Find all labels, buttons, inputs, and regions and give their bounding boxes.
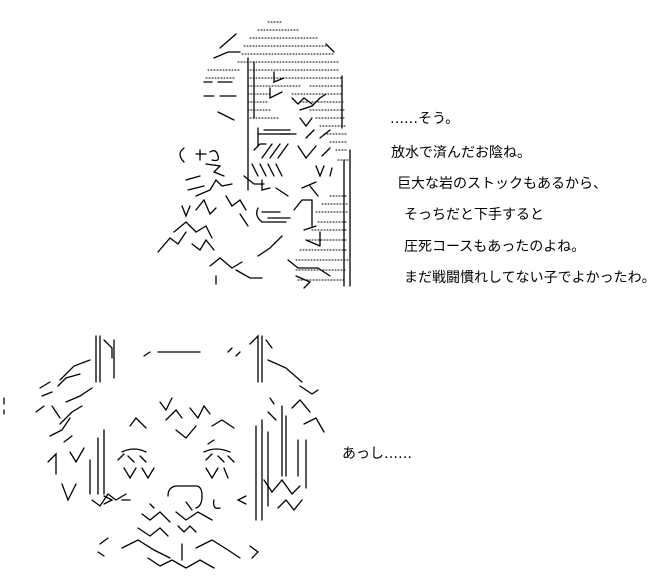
dialogue-line-4: そっちだと下手すると	[404, 207, 544, 223]
dialogue-line-6: まだ戦闘慣れしてない子でよかったわ。	[404, 270, 656, 286]
dialogue-line-5: 圧死コースもあったのよね。	[404, 239, 586, 255]
dialogue-line-2: 放水で済んだお陰ね。	[391, 145, 531, 161]
dialogue-line-1: ……そう。	[390, 111, 460, 127]
top-character-figure	[157, 21, 351, 289]
bottom-character-face	[3, 334, 325, 569]
dialogue-line-reply: あっし……	[342, 446, 412, 462]
dialogue-line-3: 巨大な岩のストックもあるから、	[397, 176, 607, 192]
